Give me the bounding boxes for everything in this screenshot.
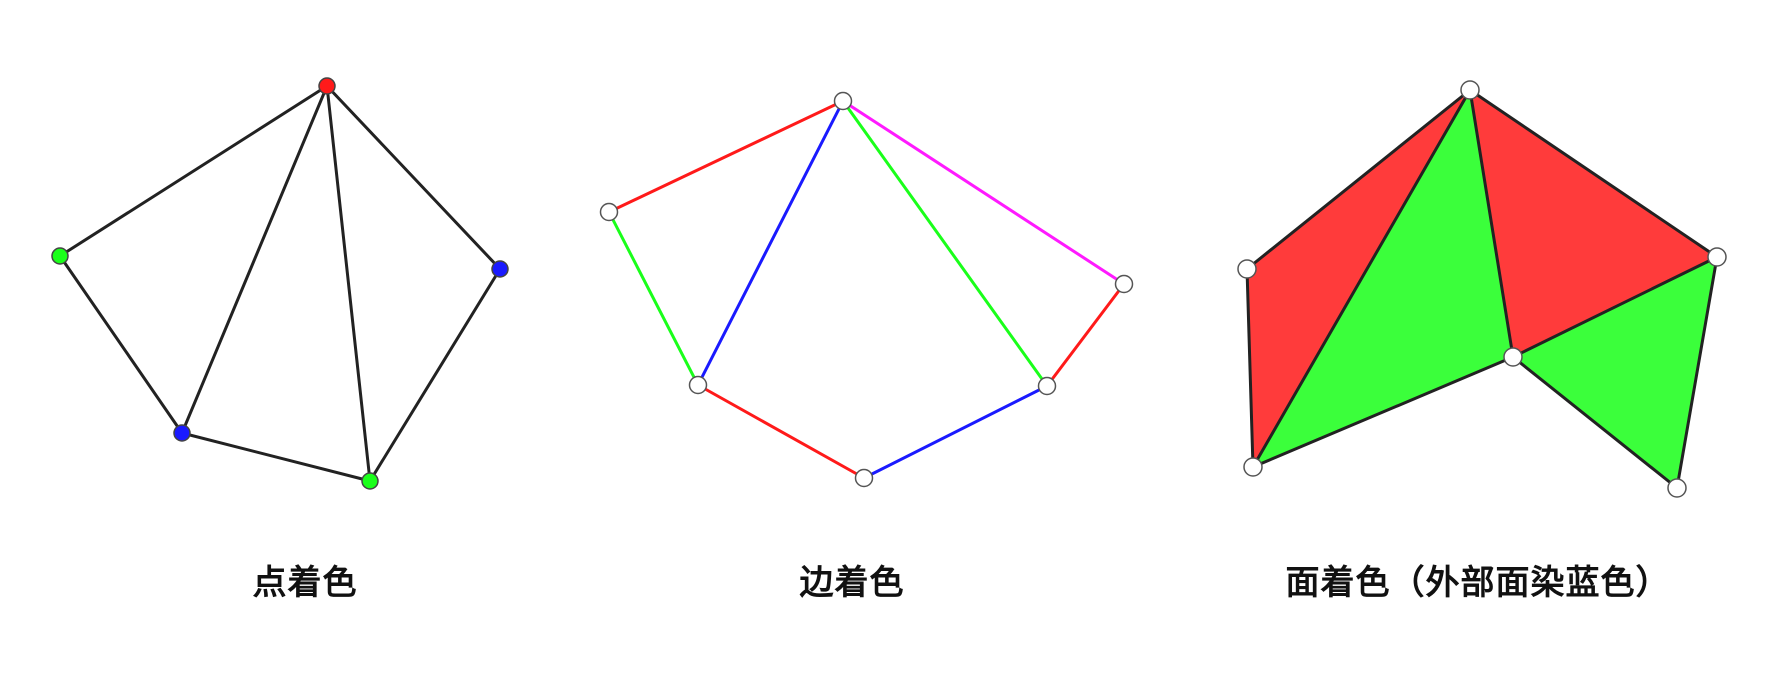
edge-7 xyxy=(862,384,1049,480)
edge-4 xyxy=(58,254,184,435)
edge-0 xyxy=(607,99,845,214)
node-3 xyxy=(854,468,874,488)
node-0 xyxy=(318,77,336,95)
edge-6 xyxy=(1045,282,1126,388)
node-4 xyxy=(1707,247,1727,267)
node-1 xyxy=(599,202,619,222)
edge-4 xyxy=(607,210,700,387)
edge-3 xyxy=(325,84,502,271)
node-3 xyxy=(361,472,379,490)
face-3 xyxy=(1513,257,1717,488)
edge-5 xyxy=(180,431,372,483)
node-2 xyxy=(173,424,191,442)
node-0 xyxy=(833,91,853,111)
edge-1 xyxy=(1251,88,1472,469)
node-5 xyxy=(1114,274,1134,294)
edge-2 xyxy=(1468,88,1515,359)
edge-1 xyxy=(180,84,329,435)
edge-8 xyxy=(1675,255,1719,490)
edge-0 xyxy=(58,84,329,258)
edge-3 xyxy=(1468,88,1719,259)
edge-7 xyxy=(1511,355,1679,490)
vertex-coloring-graph xyxy=(51,77,509,490)
edge-2 xyxy=(325,84,372,483)
edge-coloring-caption: 边着色 xyxy=(799,563,905,603)
node-1 xyxy=(51,247,69,265)
edge-5 xyxy=(696,383,866,480)
node-5 xyxy=(1667,478,1687,498)
node-4 xyxy=(491,260,509,278)
face-1 xyxy=(1253,90,1513,467)
edge-4 xyxy=(1245,267,1255,469)
node-1 xyxy=(1237,259,1257,279)
node-2 xyxy=(1243,457,1263,477)
edge-2 xyxy=(696,99,845,387)
node-3 xyxy=(1503,347,1523,367)
face-2 xyxy=(1470,90,1717,357)
edge-3 xyxy=(841,99,1049,388)
node-4 xyxy=(1037,376,1057,396)
face-coloring-graph xyxy=(1237,80,1727,498)
edge-5 xyxy=(1251,355,1515,469)
node-2 xyxy=(688,375,708,395)
edge-coloring-graph xyxy=(599,91,1134,488)
node-0 xyxy=(1460,80,1480,100)
edge-1 xyxy=(841,99,1126,286)
vertex-coloring-caption: 点着色 xyxy=(252,563,358,603)
edge-6 xyxy=(368,267,502,483)
edge-0 xyxy=(1245,88,1472,271)
face-coloring-caption: 面着色（外部面染蓝色） xyxy=(1285,563,1671,603)
edge-6 xyxy=(1511,255,1719,359)
